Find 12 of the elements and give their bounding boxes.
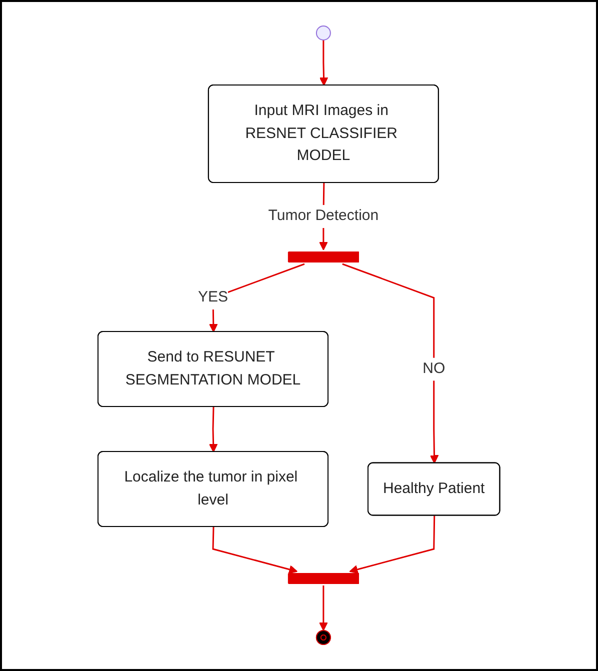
arrow xyxy=(319,586,328,632)
arrow xyxy=(212,527,298,574)
arrow xyxy=(209,407,218,453)
node-circle xyxy=(316,26,332,41)
edge-label: YES xyxy=(198,288,228,306)
node-text: Localize the tumor in pixel level xyxy=(124,468,298,508)
edge-label: Tumor Detection xyxy=(268,207,379,224)
node-text: Send to RESUNET SEGMENTATION MODEL xyxy=(125,348,301,388)
arrow xyxy=(349,516,436,574)
arrow xyxy=(342,264,439,464)
arrow xyxy=(319,40,328,86)
edge-label: NO xyxy=(422,360,446,377)
